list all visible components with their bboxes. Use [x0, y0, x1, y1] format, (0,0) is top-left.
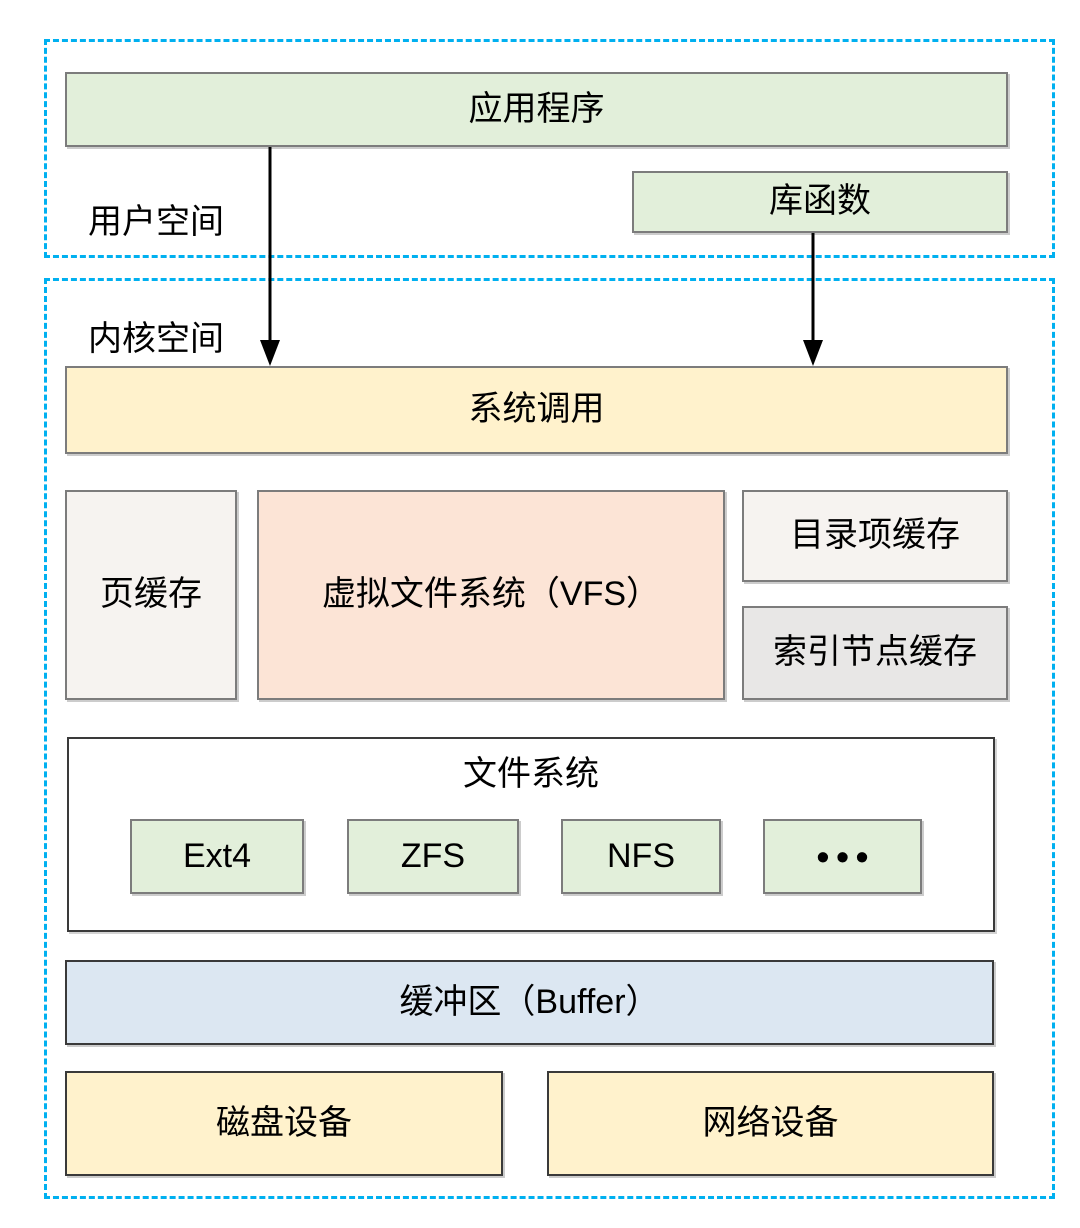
syscall-label: 系统调用 [468, 390, 605, 429]
fs-type-ellipsis-box: ••• [763, 819, 922, 894]
fs-type-zfs-box: ZFS [347, 819, 519, 894]
disk-device-label: 磁盘设备 [216, 1103, 352, 1142]
user-space-region [44, 39, 1055, 258]
library-box: 库函数 [632, 171, 1008, 233]
dentry-cache-box: 目录项缓存 [742, 490, 1008, 582]
page-cache-label: 页缓存 [100, 575, 202, 614]
kernel-space-label: 内核空间 [88, 320, 224, 358]
application-box: 应用程序 [65, 72, 1008, 147]
fs-type-ellipsis-label: ••• [816, 835, 876, 877]
network-device-box: 网络设备 [547, 1071, 994, 1176]
inode-cache-label: 索引节点缓存 [773, 633, 977, 672]
library-label: 库函数 [769, 182, 871, 221]
syscall-box: 系统调用 [65, 366, 1008, 454]
disk-device-box: 磁盘设备 [65, 1071, 503, 1176]
vfs-box: 虚拟文件系统（VFS） [257, 490, 725, 700]
buffer-box: 缓冲区（Buffer） [65, 960, 994, 1045]
page-cache-box: 页缓存 [65, 490, 237, 700]
fs-type-nfs-box: NFS [561, 819, 721, 894]
fs-type-ext4-label: Ext4 [182, 836, 252, 875]
dentry-cache-label: 目录项缓存 [790, 516, 960, 555]
file-system-label: 文件系统 [463, 755, 599, 793]
fs-type-zfs-label: ZFS [400, 836, 466, 875]
fs-type-ext4-box: Ext4 [130, 819, 304, 894]
fs-type-nfs-label: NFS [607, 836, 675, 875]
user-space-label: 用户空间 [88, 203, 224, 241]
application-label: 应用程序 [468, 89, 605, 128]
kernel-space-region [44, 278, 1055, 1199]
network-device-label: 网络设备 [702, 1103, 839, 1142]
buffer-label: 缓冲区（Buffer） [399, 982, 660, 1021]
inode-cache-box: 索引节点缓存 [742, 606, 1008, 700]
vfs-label: 虚拟文件系统（VFS） [321, 575, 661, 614]
file-system-box: 文件系统 Ext4 ZFS NFS ••• [67, 737, 995, 932]
